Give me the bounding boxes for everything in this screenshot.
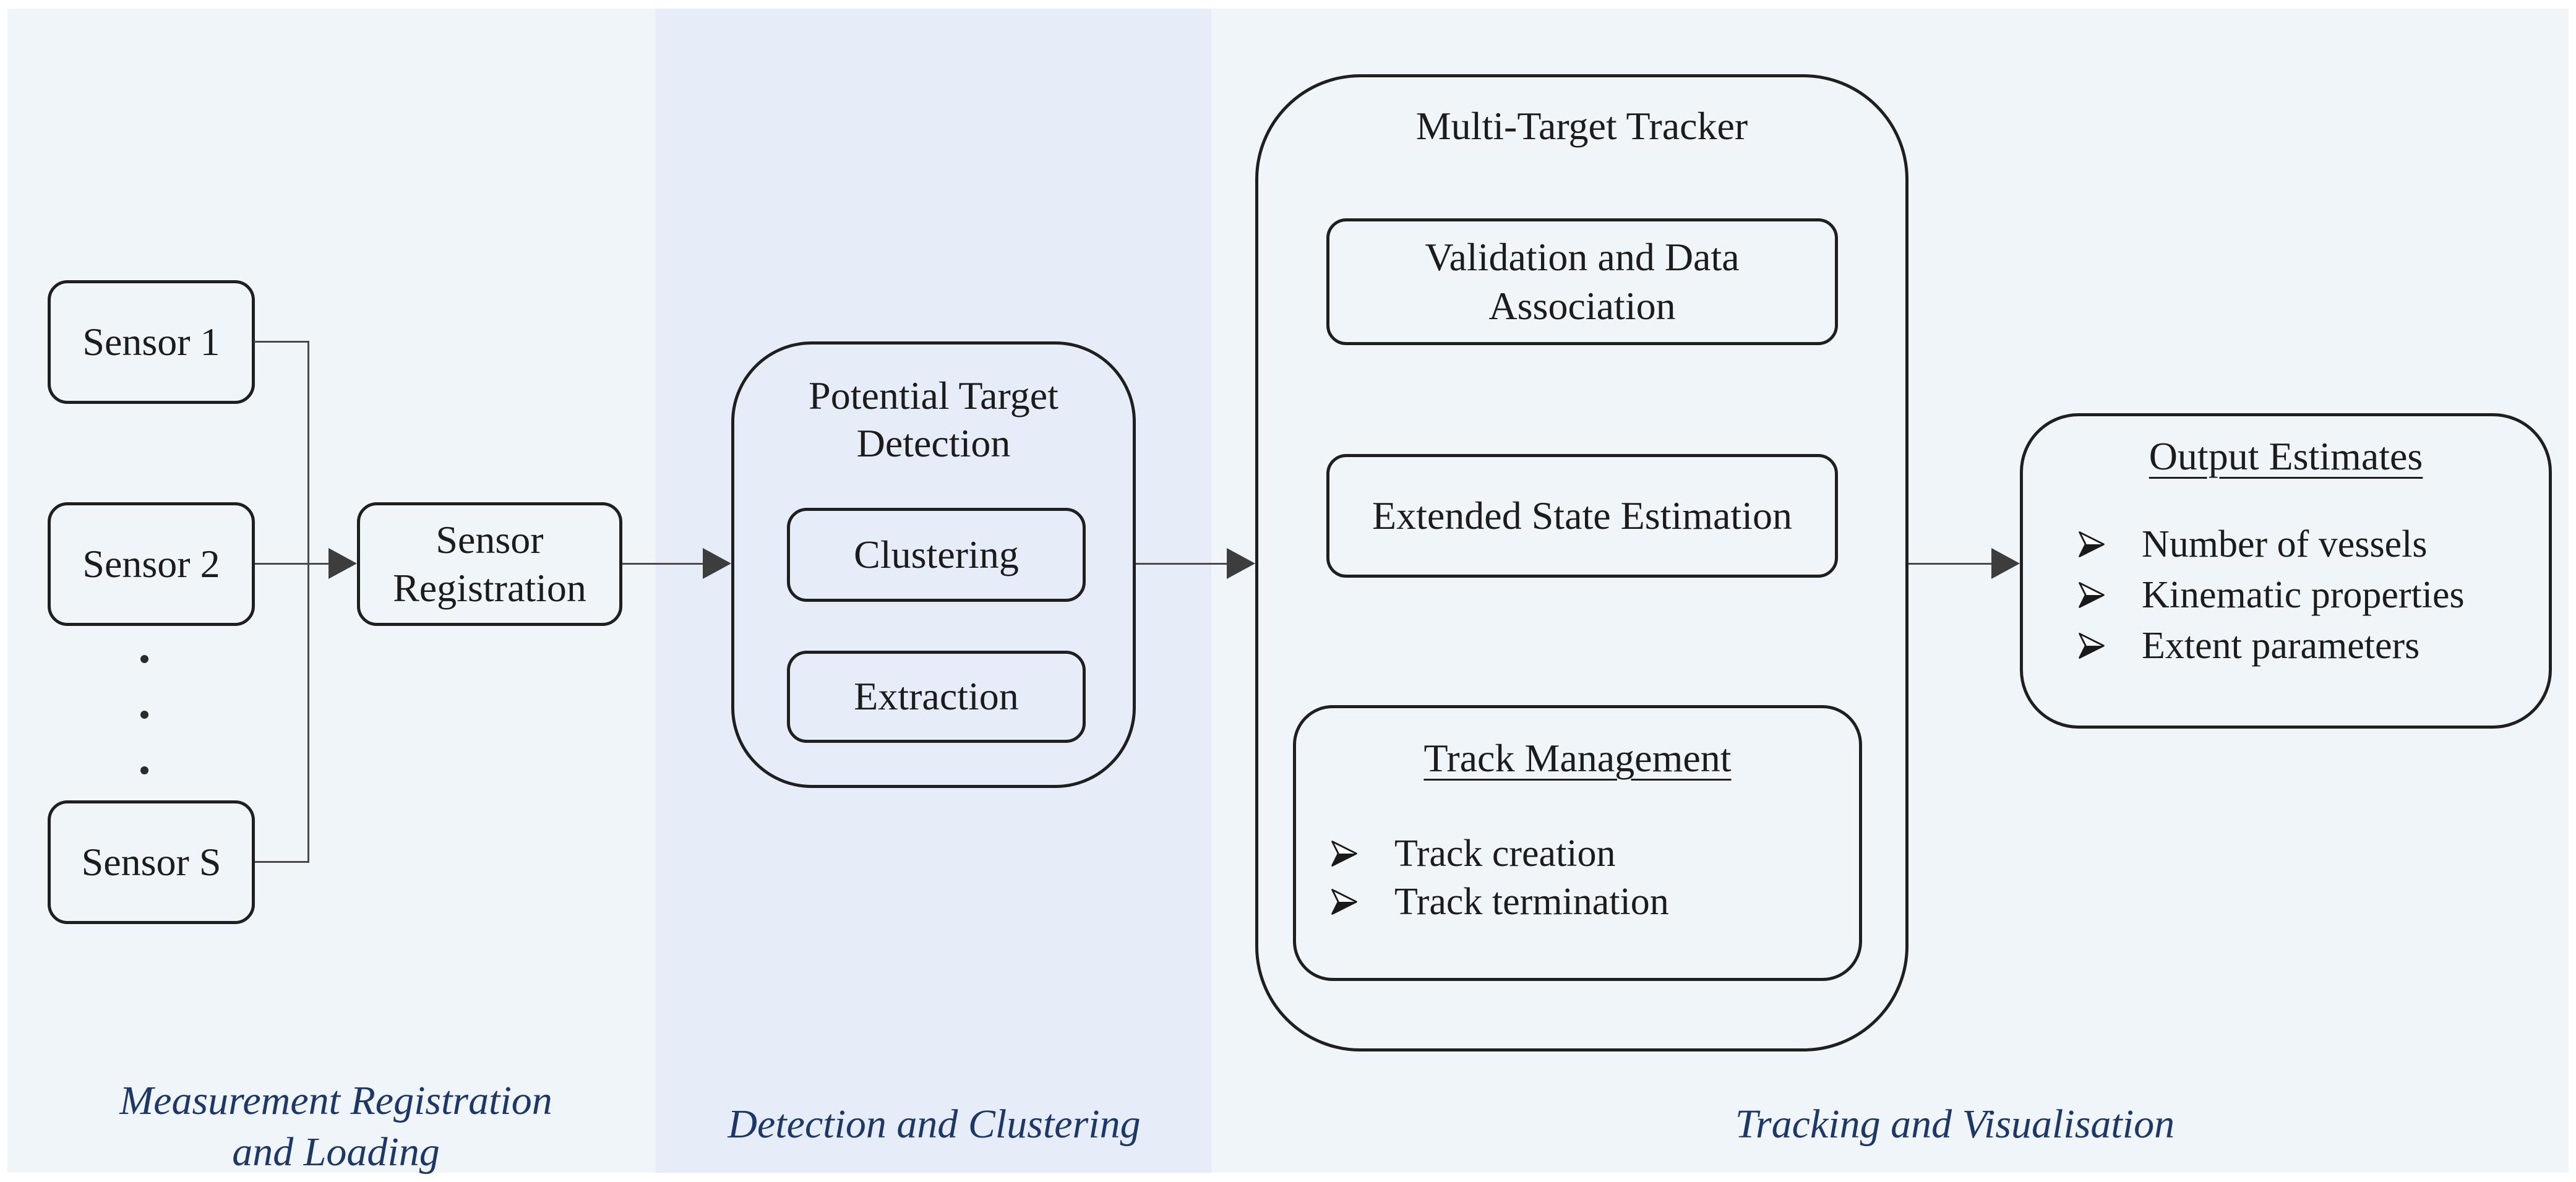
sensor-s-label: Sensor S bbox=[81, 839, 221, 884]
ptd-title-line2: Detection bbox=[856, 421, 1011, 465]
sensor-2-label: Sensor 2 bbox=[82, 541, 220, 586]
connector-sensor1 bbox=[254, 341, 309, 343]
multi-target-tracker-box bbox=[1255, 74, 1908, 1051]
potential-target-detection-title: Potential Target Detection bbox=[748, 372, 1119, 468]
track-management-box bbox=[1293, 705, 1862, 981]
sensor-1-label: Sensor 1 bbox=[82, 319, 220, 364]
dot bbox=[140, 711, 148, 719]
caption-tracking-stage: Tracking and Visualisation bbox=[1735, 1102, 2175, 1147]
number-of-vessels-bullet: Number of vessels bbox=[2077, 520, 2427, 569]
validation-line1: Validation and Data bbox=[1425, 235, 1740, 280]
sensor-1-box: Sensor 1 bbox=[48, 280, 255, 404]
sensor-registration-box: Sensor Registration bbox=[357, 502, 622, 626]
sensor-2-box: Sensor 2 bbox=[48, 502, 255, 626]
ptd-title-line1: Potential Target bbox=[809, 374, 1058, 418]
arrow-right-icon bbox=[1991, 548, 2020, 579]
validation-data-association-box: Validation and Data Association bbox=[1326, 218, 1838, 345]
sensor-s-box: Sensor S bbox=[48, 800, 255, 924]
track-termination-bullet: Track termination bbox=[1330, 877, 1669, 927]
connector-tracker-to-output bbox=[1908, 563, 1993, 565]
track-creation-label: Track creation bbox=[1394, 832, 1616, 875]
track-termination-label: Track termination bbox=[1394, 880, 1669, 923]
caption-measurement-stage: Measurement Registration and Loading bbox=[58, 1075, 614, 1178]
bullet-arrowhead-icon bbox=[2079, 582, 2105, 608]
sensor-registration-line1: Sensor bbox=[436, 517, 544, 562]
track-management-title: Track Management bbox=[1423, 736, 1732, 780]
extended-state-estimation-label: Extended State Estimation bbox=[1372, 493, 1792, 537]
number-of-vessels-label: Number of vessels bbox=[2142, 523, 2428, 565]
connector-sensor-s bbox=[255, 861, 309, 863]
panel-measurement-stage bbox=[7, 9, 656, 1173]
connector-bus-vertical bbox=[307, 341, 309, 863]
clustering-box: Clustering bbox=[787, 508, 1086, 602]
extent-parameters-bullet: Extent parameters bbox=[2077, 621, 2419, 670]
panel-detection-stage bbox=[656, 9, 1211, 1173]
arrow-right-icon bbox=[1227, 548, 1255, 579]
extraction-label: Extraction bbox=[854, 674, 1019, 719]
potential-target-detection-box bbox=[731, 341, 1136, 788]
connector-detection-to-tracker bbox=[1136, 563, 1229, 565]
sensor-registration-line2: Registration bbox=[393, 566, 586, 610]
track-creation-bullet: Track creation bbox=[1330, 829, 1616, 878]
caption-measurement-line1: Measurement Registration bbox=[119, 1078, 552, 1123]
connector-sensor2 bbox=[255, 563, 330, 565]
dot bbox=[140, 655, 148, 663]
caption-measurement-line2: and Loading bbox=[232, 1129, 440, 1175]
multi-target-tracker-title: Multi-Target Tracker bbox=[1415, 104, 1748, 148]
bullet-arrowhead-icon bbox=[2079, 531, 2105, 557]
caption-detection-stage: Detection and Clustering bbox=[728, 1102, 1141, 1147]
bullet-arrowhead-icon bbox=[1331, 889, 1357, 915]
arrow-right-icon bbox=[703, 548, 731, 579]
output-estimates-box bbox=[2020, 413, 2552, 729]
output-estimates-title: Output Estimates bbox=[2149, 434, 2423, 478]
bullet-arrowhead-icon bbox=[2079, 633, 2105, 659]
arrow-right-icon bbox=[328, 548, 357, 579]
connector-registration-to-detection bbox=[622, 563, 705, 565]
validation-line2: Association bbox=[1488, 283, 1676, 328]
kinematic-properties-label: Kinematic properties bbox=[2142, 573, 2465, 616]
extent-parameters-label: Extent parameters bbox=[2142, 624, 2420, 667]
kinematic-properties-bullet: Kinematic properties bbox=[2077, 570, 2465, 620]
extraction-box: Extraction bbox=[787, 651, 1086, 743]
dot bbox=[140, 766, 148, 774]
extended-state-estimation-box: Extended State Estimation bbox=[1326, 454, 1838, 578]
bullet-arrowhead-icon bbox=[1331, 841, 1357, 867]
clustering-label: Clustering bbox=[854, 532, 1019, 576]
